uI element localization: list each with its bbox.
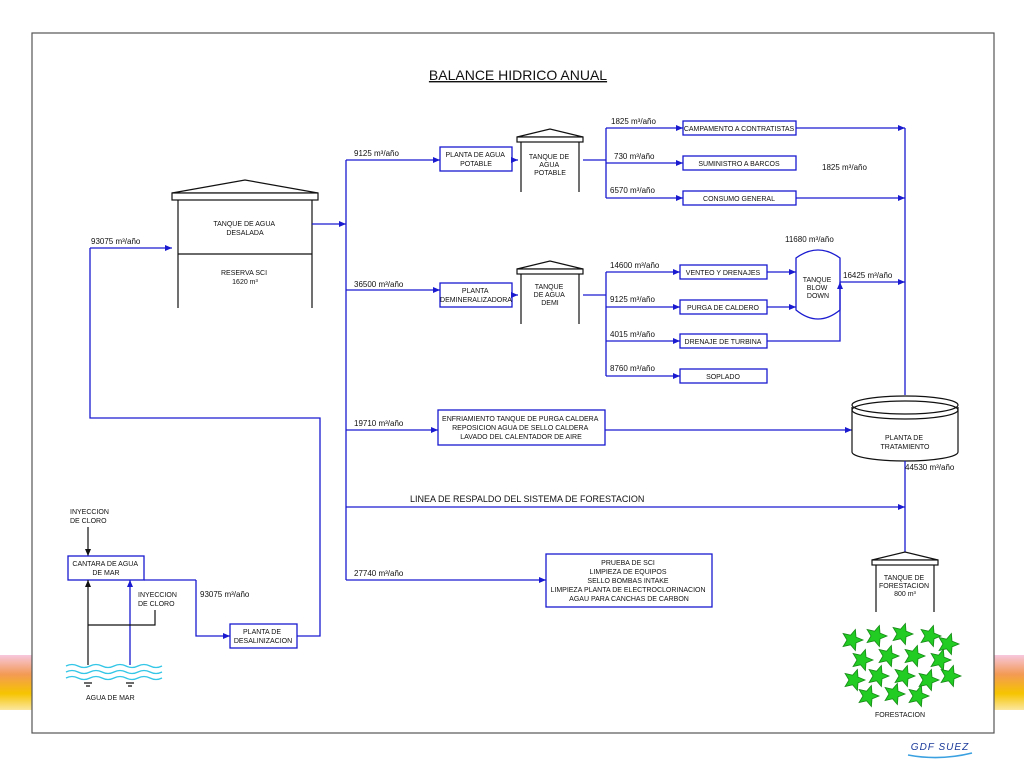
flow-label-potable-in: 9125 m³/año xyxy=(354,149,399,158)
tree-icon xyxy=(852,648,875,672)
cantara-box xyxy=(67,555,145,581)
tree-icon xyxy=(858,684,881,708)
flow-label-blowdown-out: 16425 m³/año xyxy=(843,271,893,280)
enfriamiento-box xyxy=(437,409,606,446)
flow-line-turbina-to-blowdown xyxy=(767,282,843,342)
flow-label-turbina: 4015 m³/año xyxy=(610,330,655,339)
consumo-label: CONSUMO GENERAL xyxy=(703,196,775,203)
tree-icon xyxy=(868,664,891,688)
soplado-box xyxy=(679,368,768,384)
tree-icon xyxy=(878,644,901,668)
flow-label-venteo: 14600 m³/año xyxy=(610,261,660,270)
enfriamiento-label: ENFRIAMIENTO TANQUE DE PURGA CALDERA REP… xyxy=(442,416,600,441)
flow-label-demi-in: 36500 m³/año xyxy=(354,280,404,289)
flow-label-blowdown-in: 11680 m³/año xyxy=(785,235,834,244)
turbina-label: DRENAJE DE TURBINA xyxy=(685,339,762,346)
svg-text:GDF SUEZ: GDF SUEZ xyxy=(911,742,969,753)
sea-water-waves xyxy=(65,663,163,687)
tree-icon xyxy=(844,668,867,692)
flow-line-return-loop xyxy=(89,248,321,637)
svg-text:PLANTA DE TRATAMIENTO: PLANTA DE TRATAMIENTO xyxy=(881,435,931,451)
tanque-desalada-label: TANQUE DE AGUA DESALADA xyxy=(213,221,276,237)
svg-text:TANQUE BLOW DOWN: TANQUE BLOW DOWN xyxy=(803,277,834,300)
flow-label-desal-in: 93075 m³/año xyxy=(200,590,250,599)
tree-icon xyxy=(938,632,961,656)
tree-icon xyxy=(920,624,943,648)
flow-label-potable-out: 1825 m³/año xyxy=(822,163,867,172)
tanque-demi: TANQUE DE AGUA DEMI xyxy=(516,260,584,324)
flow-label-campamento: 1825 m³/año xyxy=(611,117,656,126)
forestacion-label: FORESTACION xyxy=(875,712,925,719)
inyeccion-cloro-1-label: INYECCION DE CLORO xyxy=(70,509,111,525)
flow-label-tratamiento-out: 44530 m³/año xyxy=(905,463,955,472)
pruebas-label: PRUEBA DE SCI LIMPIEZA DE EQUIPOS SELLO … xyxy=(550,560,707,603)
forestacion-trees xyxy=(842,622,963,708)
drawing-frame xyxy=(31,32,995,734)
planta-potable-label: PLANTA DE AGUA POTABLE xyxy=(446,152,507,168)
tanque-blowdown: TANQUE BLOW DOWN xyxy=(795,249,841,320)
flow-label-consumo: 6570 m³/año xyxy=(610,186,655,195)
tree-icon xyxy=(904,644,927,668)
tree-icon xyxy=(884,682,907,706)
barcos-box xyxy=(682,155,797,171)
planta-demi-label: PLANTA DEMINERALIZADORA xyxy=(440,288,512,304)
flow-label-soplado: 8760 m³/año xyxy=(610,364,655,373)
svg-text:TANQUE DE AGUA DEM: TANQUE DE AGUA DEMI xyxy=(534,284,567,307)
flow-label-purga: 9125 m³/año xyxy=(610,295,655,304)
svg-text:TANQUE DE FORESTACION: TANQUE DE FORESTACION 800 m³ xyxy=(879,575,931,598)
tree-icon xyxy=(842,628,865,652)
pruebas-box xyxy=(545,553,713,608)
gdf-suez-logo: GDF SUEZ xyxy=(907,742,973,759)
inyeccion-cloro-2-label: INYECCION DE CLORO xyxy=(138,592,179,608)
cantara-label: CANTARA DE AGUA DE MAR xyxy=(72,561,139,577)
flow-line-to-desal xyxy=(195,580,230,639)
tanque-desalada: TANQUE DE AGUA DESALADA RESERVA SCI 1620… xyxy=(171,179,319,308)
planta-tratamiento: PLANTA DE TRATAMIENTO xyxy=(851,395,959,462)
tree-icon xyxy=(866,624,889,648)
cloro-2-line xyxy=(88,610,156,626)
flow-label-enfriamiento-in: 19710 m³/año xyxy=(354,419,404,428)
soplado-label: SOPLADO xyxy=(706,374,740,381)
desalinizacion-label: PLANTA DE DESALINIZACION xyxy=(234,629,292,645)
tree-icon xyxy=(894,664,917,688)
diagram-title: BALANCE HIDRICO ANUAL xyxy=(429,67,607,83)
tree-icon xyxy=(930,648,953,672)
venteo-label: VENTEO Y DRENAJES xyxy=(686,270,761,277)
flow-label-pruebas-in: 27740 m³/año xyxy=(354,569,404,578)
campamento-label: CAMPAMENTO A CONTRATISTAS xyxy=(684,126,795,133)
flow-label-desalada-in: 93075 m³/año xyxy=(91,237,141,246)
flow-label-barcos: 730 m³/año xyxy=(614,152,655,161)
tree-icon xyxy=(892,622,915,646)
tree-icon xyxy=(908,684,931,708)
reserva-sci-label: RESERVA SCI 1620 m³ xyxy=(221,270,269,286)
tree-icon xyxy=(918,668,941,692)
purga-label: PURGA DE CALDERO xyxy=(687,305,760,312)
barcos-label: SUMINISTRO A BARCOS xyxy=(698,161,780,168)
agua-de-mar-label: AGUA DE MAR xyxy=(86,695,135,702)
tanque-potable: TANQUE DE AGUA POTABLE xyxy=(516,128,584,192)
left-decor-band xyxy=(0,655,32,710)
tanque-forestacion: TANQUE DE FORESTACION 800 m³ xyxy=(871,551,939,612)
svg-text:TANQUE DE AGUA POT: TANQUE DE AGUA POTABLE xyxy=(529,154,571,177)
right-decor-band xyxy=(994,655,1024,710)
respaldo-label: LINEA DE RESPALDO DEL SISTEMA DE FORESTA… xyxy=(410,494,644,504)
desalinizacion-box xyxy=(229,623,298,649)
tree-icon xyxy=(940,664,963,688)
